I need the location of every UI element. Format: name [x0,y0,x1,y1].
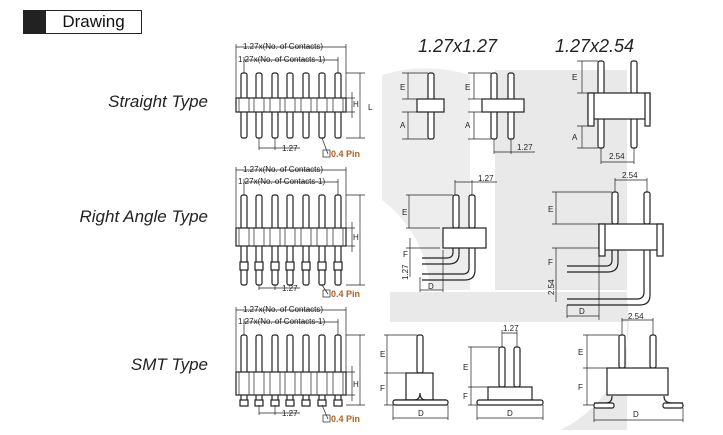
right-angle-254: E F 2.54 D 2.54 [547,171,664,320]
straight-254: E A 2.54 [572,60,651,164]
header-body [235,227,347,247]
svg-text:0.4 Pin: 0.4 Pin [331,414,360,424]
svg-text:1.27x(No. of Contacts): 1.27x(No. of Contacts) [243,165,323,174]
svg-text:A: A [465,121,471,130]
dim-pitch: 1.27 [282,144,298,153]
svg-text:E: E [402,208,407,217]
svg-text:E: E [400,83,405,92]
svg-text:2.54: 2.54 [609,152,625,161]
svg-text:1.27: 1.27 [282,409,298,418]
svg-text:1.27: 1.27 [401,264,410,280]
svg-text:D: D [428,282,434,291]
dim-inner: 1.27x(No. of Contacts-1) [238,55,325,64]
svg-text:F: F [463,392,468,401]
svg-text:H: H [353,380,359,389]
svg-text:A: A [572,133,578,142]
left-dims-row1: 1.27x(No. of Contacts) 1.27x(No. of Cont… [238,42,373,159]
section-title: Drawing [62,12,125,31]
svg-text:A: A [400,121,406,130]
left-pin-drawings [235,44,365,420]
section-header: Drawing [23,10,142,34]
header-marker [24,11,46,33]
svg-text:1.27x(No. of Contacts-1): 1.27x(No. of Contacts-1) [238,317,325,326]
svg-text:F: F [578,383,583,392]
svg-text:D: D [579,307,585,316]
svg-text:1.27: 1.27 [478,174,494,183]
left-dims-row3: 1.27x(No. of Contacts) 1.27x(No. of Cont… [238,305,360,424]
svg-text:2.54: 2.54 [622,171,638,180]
header-body [235,371,347,396]
row-label-right-angle: Right Angle Type [79,207,208,226]
dim-H: H [353,100,359,109]
smt-double-row-127: E F 1.27 D [463,324,544,420]
svg-text:F: F [380,384,385,393]
left-dims-row2: 1.27x(No. of Contacts) 1.27x(No. of Cont… [238,165,360,299]
svg-text:E: E [465,83,470,92]
svg-text:F: F [548,258,553,267]
column-header-127x127: 1.27x1.27 [418,36,498,56]
svg-text:D: D [507,409,513,418]
row-label-smt: SMT Type [130,355,208,374]
dim-L: L [368,103,373,112]
column-header-127x254: 1.27x2.54 [555,36,635,56]
header-body [235,97,347,113]
svg-text:2.54: 2.54 [547,279,556,295]
straight-single-row: E A [400,72,445,140]
svg-text:H: H [353,233,359,242]
svg-text:1.27: 1.27 [503,324,519,333]
svg-text:D: D [633,410,639,419]
svg-text:1.27: 1.27 [517,143,533,152]
svg-text:D: D [418,409,424,418]
svg-text:E: E [548,205,553,214]
dim-total: 1.27x(No. of Contacts) [243,42,323,51]
svg-text:E: E [380,350,385,359]
svg-text:F: F [403,250,408,259]
svg-text:E: E [572,73,577,82]
right-angle-127: E F 1.27 D 1.27 [401,174,497,292]
straight-double-row-127: E A 1.27 [465,72,535,154]
svg-text:E: E [463,363,468,372]
svg-text:1.27x(No. of Contacts): 1.27x(No. of Contacts) [243,305,323,314]
smt-single-row: E F D [380,334,449,420]
svg-text:E: E [578,348,583,357]
svg-text:0.4 Pin: 0.4 Pin [331,289,360,299]
svg-text:1.27: 1.27 [282,284,298,293]
svg-text:1.27x(No. of Contacts-1): 1.27x(No. of Contacts-1) [238,177,325,186]
svg-text:2.54: 2.54 [628,312,644,321]
smt-254: E F 2.54 D [578,312,684,422]
dim-pin: 0.4 Pin [331,149,360,159]
row-label-straight: Straight Type [108,92,208,111]
